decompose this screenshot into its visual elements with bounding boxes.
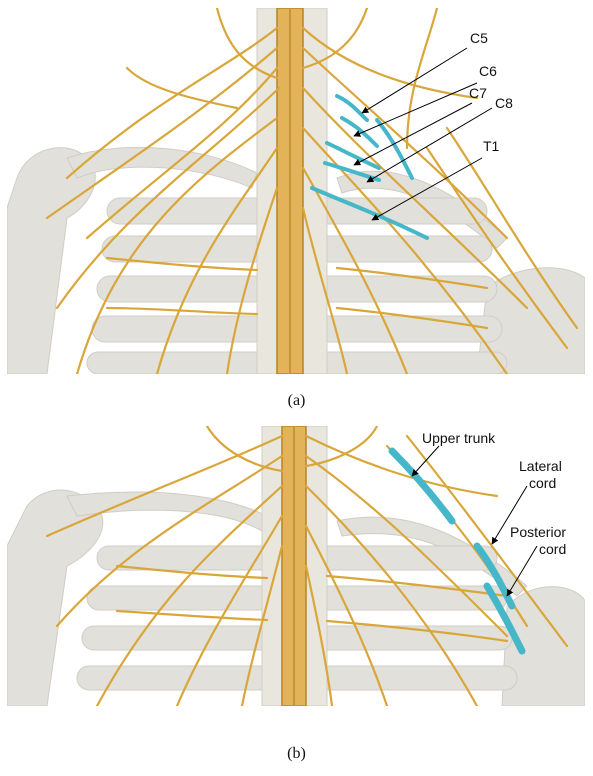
label-posterior-cord-line1: Posterior [510,524,566,540]
figure-panel-b: Upper trunk Lateral cord Posterior cord [7,426,585,706]
anatomy-render-a: C5 C6 C7 C8 T1 [7,8,585,374]
label-c6: C6 [479,63,497,79]
label-lateral-cord-line2: cord [529,475,556,491]
spinal-cord-a [277,8,303,374]
figure-panel-a: C5 C6 C7 C8 T1 [7,8,585,374]
caption-panel-a: (a) [0,392,593,410]
label-c7: C7 [469,85,487,101]
spinal-cord-b [282,426,306,706]
label-t1: T1 [483,138,500,154]
label-c8: C8 [495,95,513,111]
label-upper-trunk: Upper trunk [422,430,496,446]
label-c5: C5 [470,30,488,46]
label-posterior-cord-line2: cord [539,541,566,557]
caption-panel-b: (b) [0,745,593,763]
anatomy-render-b: Upper trunk Lateral cord Posterior cord [7,426,585,706]
label-lateral-cord-line1: Lateral [519,458,562,474]
